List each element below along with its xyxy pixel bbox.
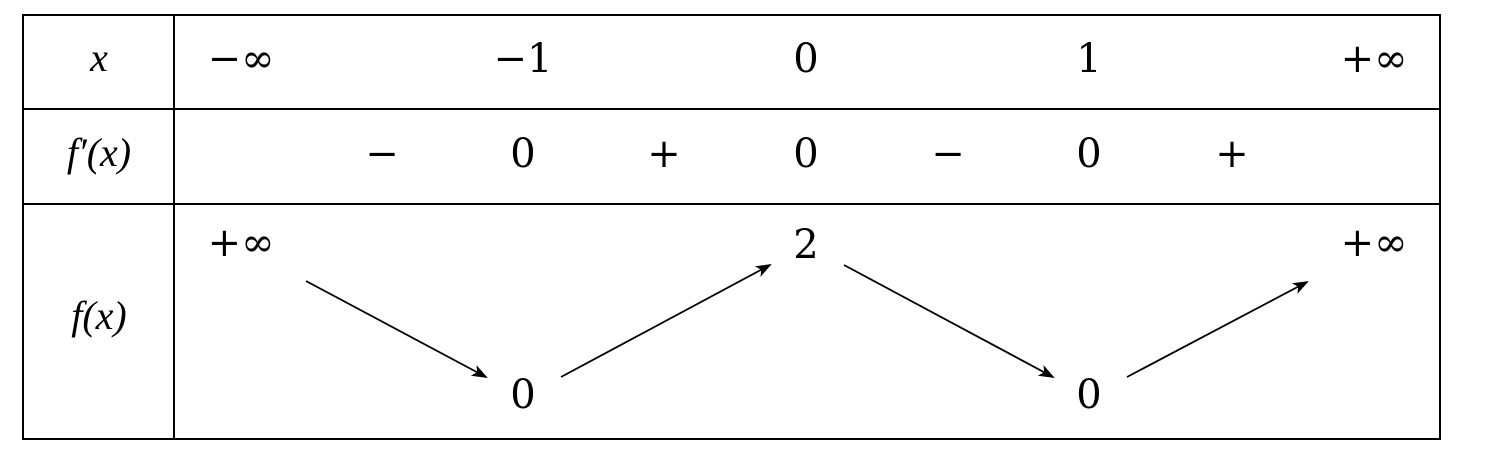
x-value-1: 1 bbox=[1076, 36, 1101, 82]
fprime-zero-at-minus-1: 0 bbox=[510, 131, 535, 177]
fprime-sign-4: + bbox=[1215, 131, 1249, 177]
increasing-arrow-2 bbox=[1126, 281, 1309, 378]
table-border bbox=[22, 14, 1441, 440]
fprime-sign-3: − bbox=[931, 131, 965, 177]
decreasing-arrow-2 bbox=[843, 264, 1055, 378]
row-label-fprime: f′(x) bbox=[67, 130, 131, 175]
row-label-f: f(x) bbox=[71, 293, 127, 338]
f-value-at-minus-1: 0 bbox=[510, 372, 535, 418]
x-value-minus-1: −1 bbox=[494, 36, 553, 82]
fprime-sign-1: − bbox=[365, 131, 399, 177]
x-value-0: 0 bbox=[793, 36, 818, 82]
increasing-arrow-1 bbox=[560, 264, 772, 378]
f-value-right-limit: +∞ bbox=[1341, 220, 1408, 266]
fprime-zero-at-1: 0 bbox=[1076, 131, 1101, 177]
decreasing-arrow-1 bbox=[305, 280, 488, 378]
row-label-x: x bbox=[89, 35, 108, 80]
f-value-at-0: 2 bbox=[793, 222, 818, 268]
f-value-left-limit: +∞ bbox=[208, 220, 275, 266]
x-value-neg-infinity: −∞ bbox=[208, 36, 275, 82]
table-grid bbox=[22, 14, 1441, 440]
fprime-zero-at-0: 0 bbox=[793, 131, 818, 177]
f-value-at-1: 0 bbox=[1076, 372, 1101, 418]
fprime-sign-2: + bbox=[647, 131, 681, 177]
x-value-pos-infinity: +∞ bbox=[1341, 36, 1408, 82]
